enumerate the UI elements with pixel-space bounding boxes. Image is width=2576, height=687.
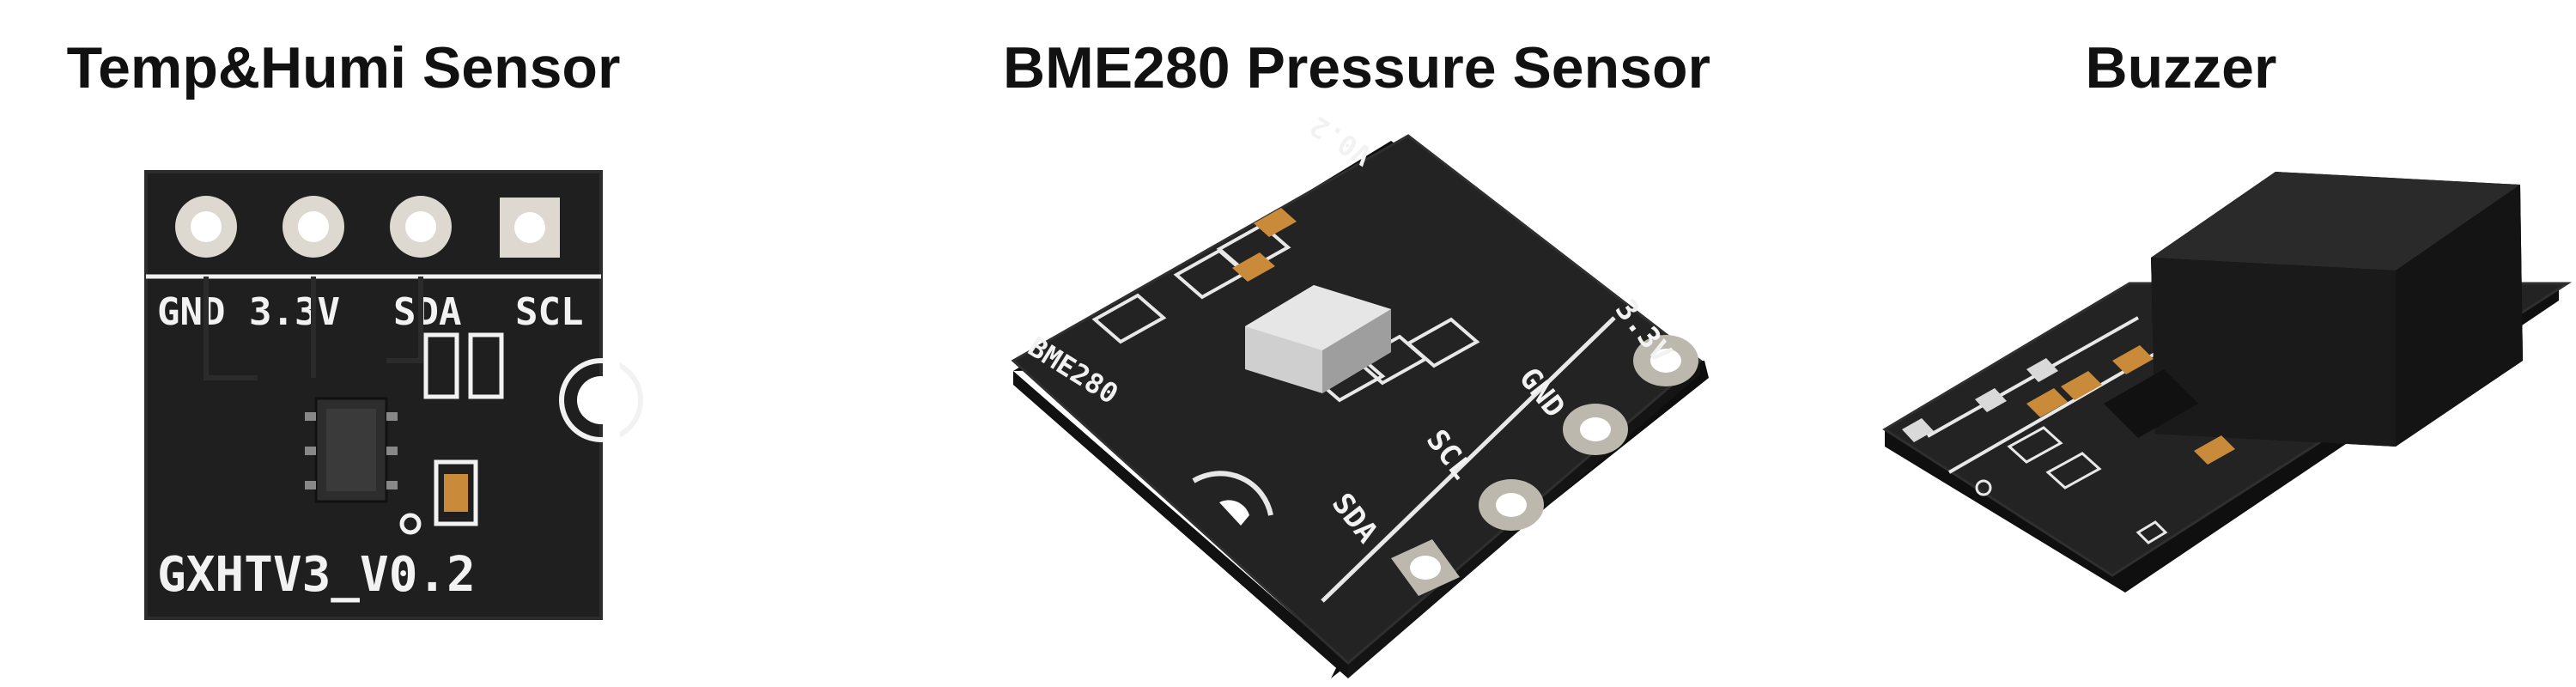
buzzer-board-image [1882, 172, 2573, 593]
mounting-hole-ring [1192, 471, 1273, 516]
pin-label-sda: SDA [393, 290, 461, 334]
pcb-board [1011, 134, 1703, 665]
pad [1902, 418, 1934, 442]
pcb-edge [1013, 371, 1348, 678]
bme280-board-image: 3.3V GND SCL SDA BME280 V0.2 [1011, 109, 1709, 678]
board-label: GXHTV3_V0.2 [157, 547, 476, 603]
panel-title-buzzer: Buzzer [2085, 35, 2277, 100]
panel-bme280: BME280 Pressure Sensor 3.3V GND SCL SDA … [945, 0, 1803, 687]
pad [2026, 358, 2058, 382]
bme280-sensor-chip [1245, 285, 1391, 393]
panel-temp-humi: Temp&Humi Sensor GND 3.3V SDA SCL [0, 0, 773, 687]
pad [1975, 388, 2007, 412]
capacitor [2026, 388, 2068, 417]
capacitor [1232, 252, 1275, 282]
component-outlines [1975, 426, 2168, 544]
panel-title-bme280: BME280 Pressure Sensor [1003, 35, 1710, 100]
temp-humi-board-image: GND 3.3V SDA SCL GXHTV3_V0.2 [144, 170, 643, 620]
traces [204, 277, 423, 380]
version-label: V0.2 [1304, 109, 1377, 172]
silk-line [1927, 316, 2139, 438]
capacitor-outline [434, 459, 478, 526]
capacitor [1254, 208, 1297, 237]
pin-label-scl: SCL [515, 290, 583, 334]
resistor-outline [468, 332, 504, 399]
mounting-hole-ring [559, 358, 643, 442]
pin-label-gnd: GND [157, 290, 225, 334]
pin-pads [175, 196, 560, 258]
pin-label-3v3: 3.3V [249, 290, 340, 334]
capacitor [444, 474, 468, 512]
pin-pads [1391, 335, 1698, 596]
panel-title-temp-humi: Temp&Humi Sensor [66, 35, 621, 100]
capacitor [2112, 345, 2154, 374]
mounting-hole [1219, 500, 1249, 526]
pin1-marker [399, 513, 422, 535]
panel-buzzer: Buzzer [1855, 0, 2576, 687]
capacitor [2061, 371, 2102, 400]
resistor-outline [423, 332, 459, 399]
capacitor [2194, 435, 2235, 465]
driver-chip [2104, 369, 2198, 438]
silk-divider [1321, 316, 1616, 603]
buzzer-component [2151, 172, 2523, 447]
sensor-chip [305, 397, 398, 503]
